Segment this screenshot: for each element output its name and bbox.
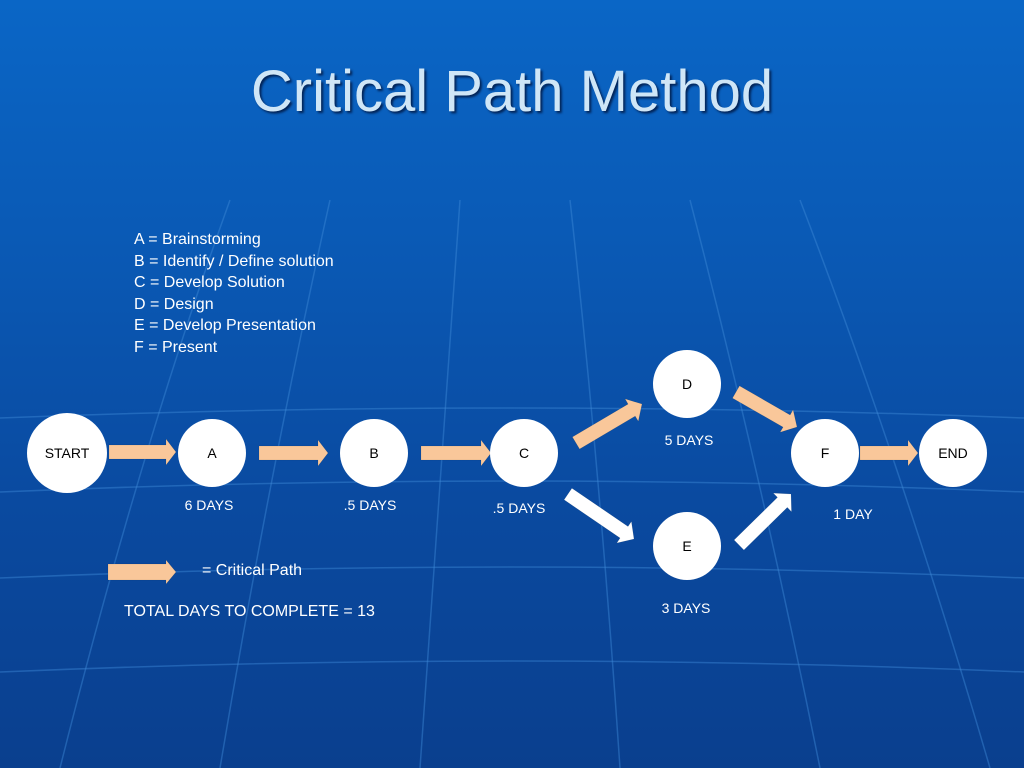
node-start: START — [27, 413, 107, 493]
node-d: D — [653, 350, 721, 418]
definition-a: A = Brainstorming — [134, 231, 261, 248]
node-c-label: C — [519, 445, 529, 461]
duration-e: 3 DAYS — [662, 600, 711, 616]
duration-b: .5 DAYS — [344, 497, 397, 513]
duration-f: 1 DAY — [833, 506, 873, 522]
arrow-c-to-e — [563, 487, 635, 544]
duration-c: .5 DAYS — [493, 500, 546, 516]
critical-path-key-arrow — [107, 559, 177, 585]
arrow-d-to-f — [732, 385, 798, 433]
slide-title: Critical Path Method — [250, 59, 774, 124]
total-days-label: TOTAL DAYS TO COMPLETE = 13 — [124, 603, 375, 620]
duration-d: 5 DAYS — [665, 432, 714, 448]
node-c: C — [490, 419, 558, 487]
arrow-e-to-f — [733, 492, 792, 551]
definition-c: C = Develop Solution — [134, 274, 285, 292]
node-e-label: E — [682, 538, 691, 554]
node-start-label: START — [45, 445, 90, 461]
arrow-f-to-end — [859, 439, 919, 467]
definition-d: D = Design — [134, 295, 214, 313]
arrow-b-to-c — [420, 439, 492, 467]
arrow-start-to-a — [108, 438, 177, 466]
arrow-a-to-b — [258, 439, 329, 467]
node-a-label: A — [207, 445, 217, 461]
node-end-label: END — [938, 445, 968, 461]
node-b: B — [340, 419, 408, 487]
node-b-label: B — [369, 445, 378, 461]
node-f-label: F — [821, 445, 830, 461]
definition-b: B = Identify / Define solution — [134, 252, 334, 270]
node-d-label: D — [682, 376, 692, 392]
node-f: F — [791, 419, 859, 487]
definition-e: E = Develop Presentation — [134, 317, 316, 335]
activity-definitions: A = Brainstorming B = Identify / Define … — [134, 229, 334, 359]
node-end: END — [919, 419, 987, 487]
definition-f: F = Present — [134, 338, 218, 356]
node-a: A — [178, 419, 246, 487]
critical-path-key-label: = Critical Path — [202, 562, 303, 579]
node-e: E — [653, 512, 721, 580]
arrow-c-to-d — [572, 398, 643, 450]
duration-a: 6 DAYS — [185, 497, 234, 513]
